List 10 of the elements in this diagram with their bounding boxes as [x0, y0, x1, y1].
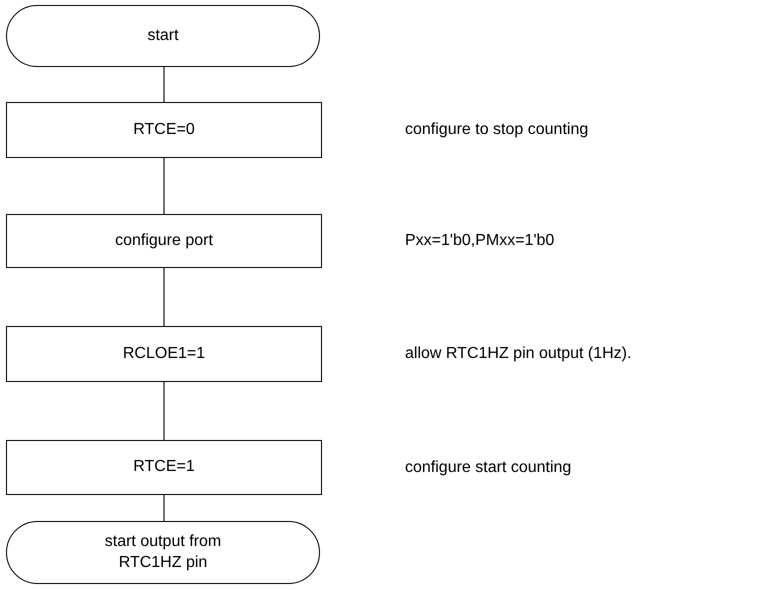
process-box: RCLOE1=1 — [6, 326, 322, 382]
step-note: configure start counting — [405, 459, 572, 477]
step-note: configure to stop counting — [405, 121, 588, 139]
process-box: RTCE=1 — [6, 440, 322, 495]
process-box: configure port — [6, 214, 322, 268]
terminal-shape: start — [6, 5, 320, 67]
process-box: RTCE=0 — [6, 102, 322, 158]
step-note: Pxx=1'b0,PMxx=1'b0 — [405, 232, 554, 250]
terminal-shape: start output from RTC1HZ pin — [6, 521, 320, 584]
step-note: allow RTC1HZ pin output (1Hz). — [405, 345, 632, 363]
